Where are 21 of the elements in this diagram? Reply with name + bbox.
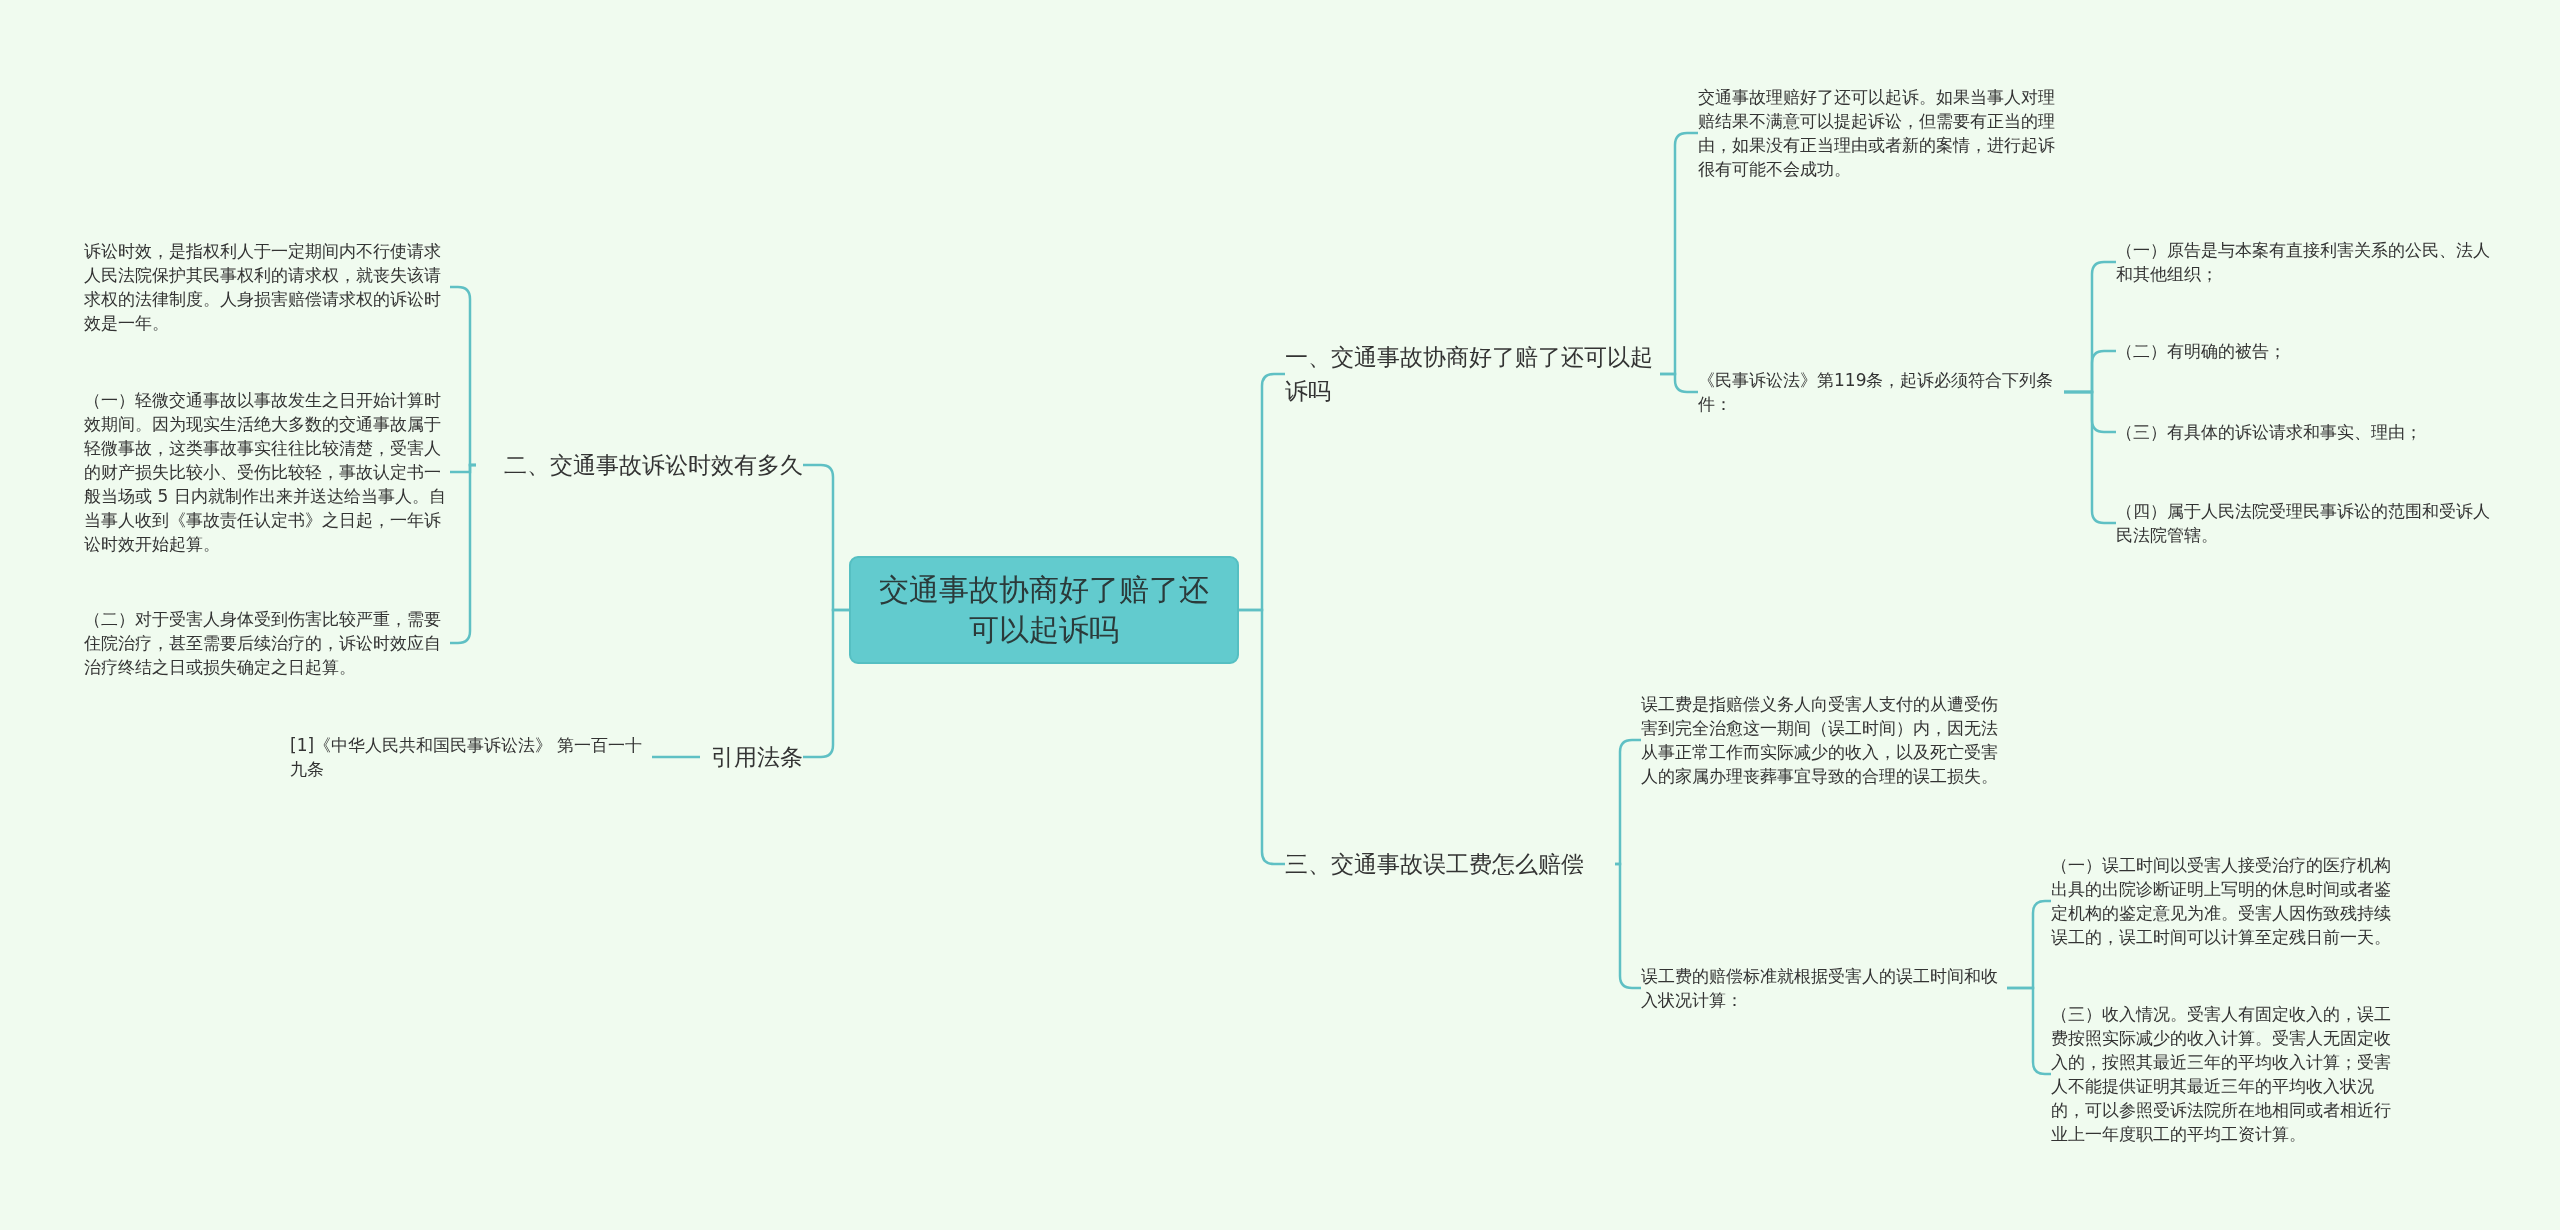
detail-text: （二）有明确的被告； <box>2116 339 2496 363</box>
branch-topic-text: 引用法条 <box>700 740 803 774</box>
branch-topic-text: 一、交通事故协商好了赔了还可以起诉吗 <box>1285 340 1660 408</box>
central-topic-box: 交通事故协商好了赔了还可以起诉吗 <box>849 556 1239 664</box>
detail-text: （一）原告是与本案有直接利害关系的公民、法人和其他组织； <box>2116 238 2496 286</box>
detail-text: 《民事诉讼法》第119条，起诉必须符合下列条件： <box>1698 368 2064 416</box>
detail-text: 交通事故理赔好了还可以起诉。如果当事人对理赔结果不满意可以提起诉讼，但需要有正当的理由，如果没有正当理由或者新的案情，进行起诉很有可能不会成功。 <box>1698 85 2064 181</box>
detail-text: （二）对于受害人身体受到伤害比较严重，需要住院治疗，甚至需要后续治疗的，诉讼时效应自治疗终结之日或损失确定之日起算。 <box>84 607 450 679</box>
detail-text: （四）属于人民法院受理民事诉讼的范围和受诉人民法院管辖。 <box>2116 499 2496 547</box>
detail-text: [1]《中华人民共和国民事诉讼法》 第一百一十九条 <box>290 733 652 781</box>
detail-text: （一）轻微交通事故以事故发生之日开始计算时效期间。因为现实生活绝大多数的交通事故属于轻微事故，这类事故事实往往比较清楚，受害人的财产损失比较小、受伤比较轻，事故认定书一般当场或 5 日内就制作出来并送达给当事人。自当事人收到《事故责任认定书》之日起，一年诉讼时效开始起算。 <box>84 388 450 556</box>
detail-text: （一）误工时间以受害人接受治疗的医疗机构出具的出院诊断证明上写明的休息时间或者鉴定机构的鉴定意见为准。受害人因伤致残持续误工的，误工时间可以计算至定残日前一天。 <box>2051 853 2403 949</box>
detail-text: 诉讼时效，是指权利人于一定期间内不行使请求人民法院保护其民事权利的请求权，就丧失该请求权的法律制度。人身损害赔偿请求权的诉讼时效是一年。 <box>84 239 450 335</box>
detail-text: （三）有具体的诉讼请求和事实、理由； <box>2116 420 2496 444</box>
connector-line <box>652 755 700 759</box>
branch-topic-text: 二、交通事故诉讼时效有多久 <box>476 448 803 482</box>
detail-text: 误工费的赔偿标准就根据受害人的误工时间和收入状况计算： <box>1641 964 2007 1012</box>
detail-text: （三）收入情况。受害人有固定收入的，误工费按照实际减少的收入计算。受害人无固定收入的，按照其最近三年的平均收入计算；受害人不能提供证明其最近三年的平均收入状况的，可以参照受诉法院所在地相同或者相近行业上一年度职工的平均工资计算。 <box>2051 1002 2403 1146</box>
branch-topic-text: 三、交通事故误工费怎么赔偿 <box>1285 847 1615 881</box>
detail-text: 误工费是指赔偿义务人向受害人支付的从遭受伤害到完全治愈这一期间（误工时间）内，因无法从事正常工作而实际减少的收入，以及死亡受害人的家属办理丧葬事宜导致的合理的误工损失。 <box>1641 692 2007 788</box>
connector-line <box>1660 372 1698 394</box>
